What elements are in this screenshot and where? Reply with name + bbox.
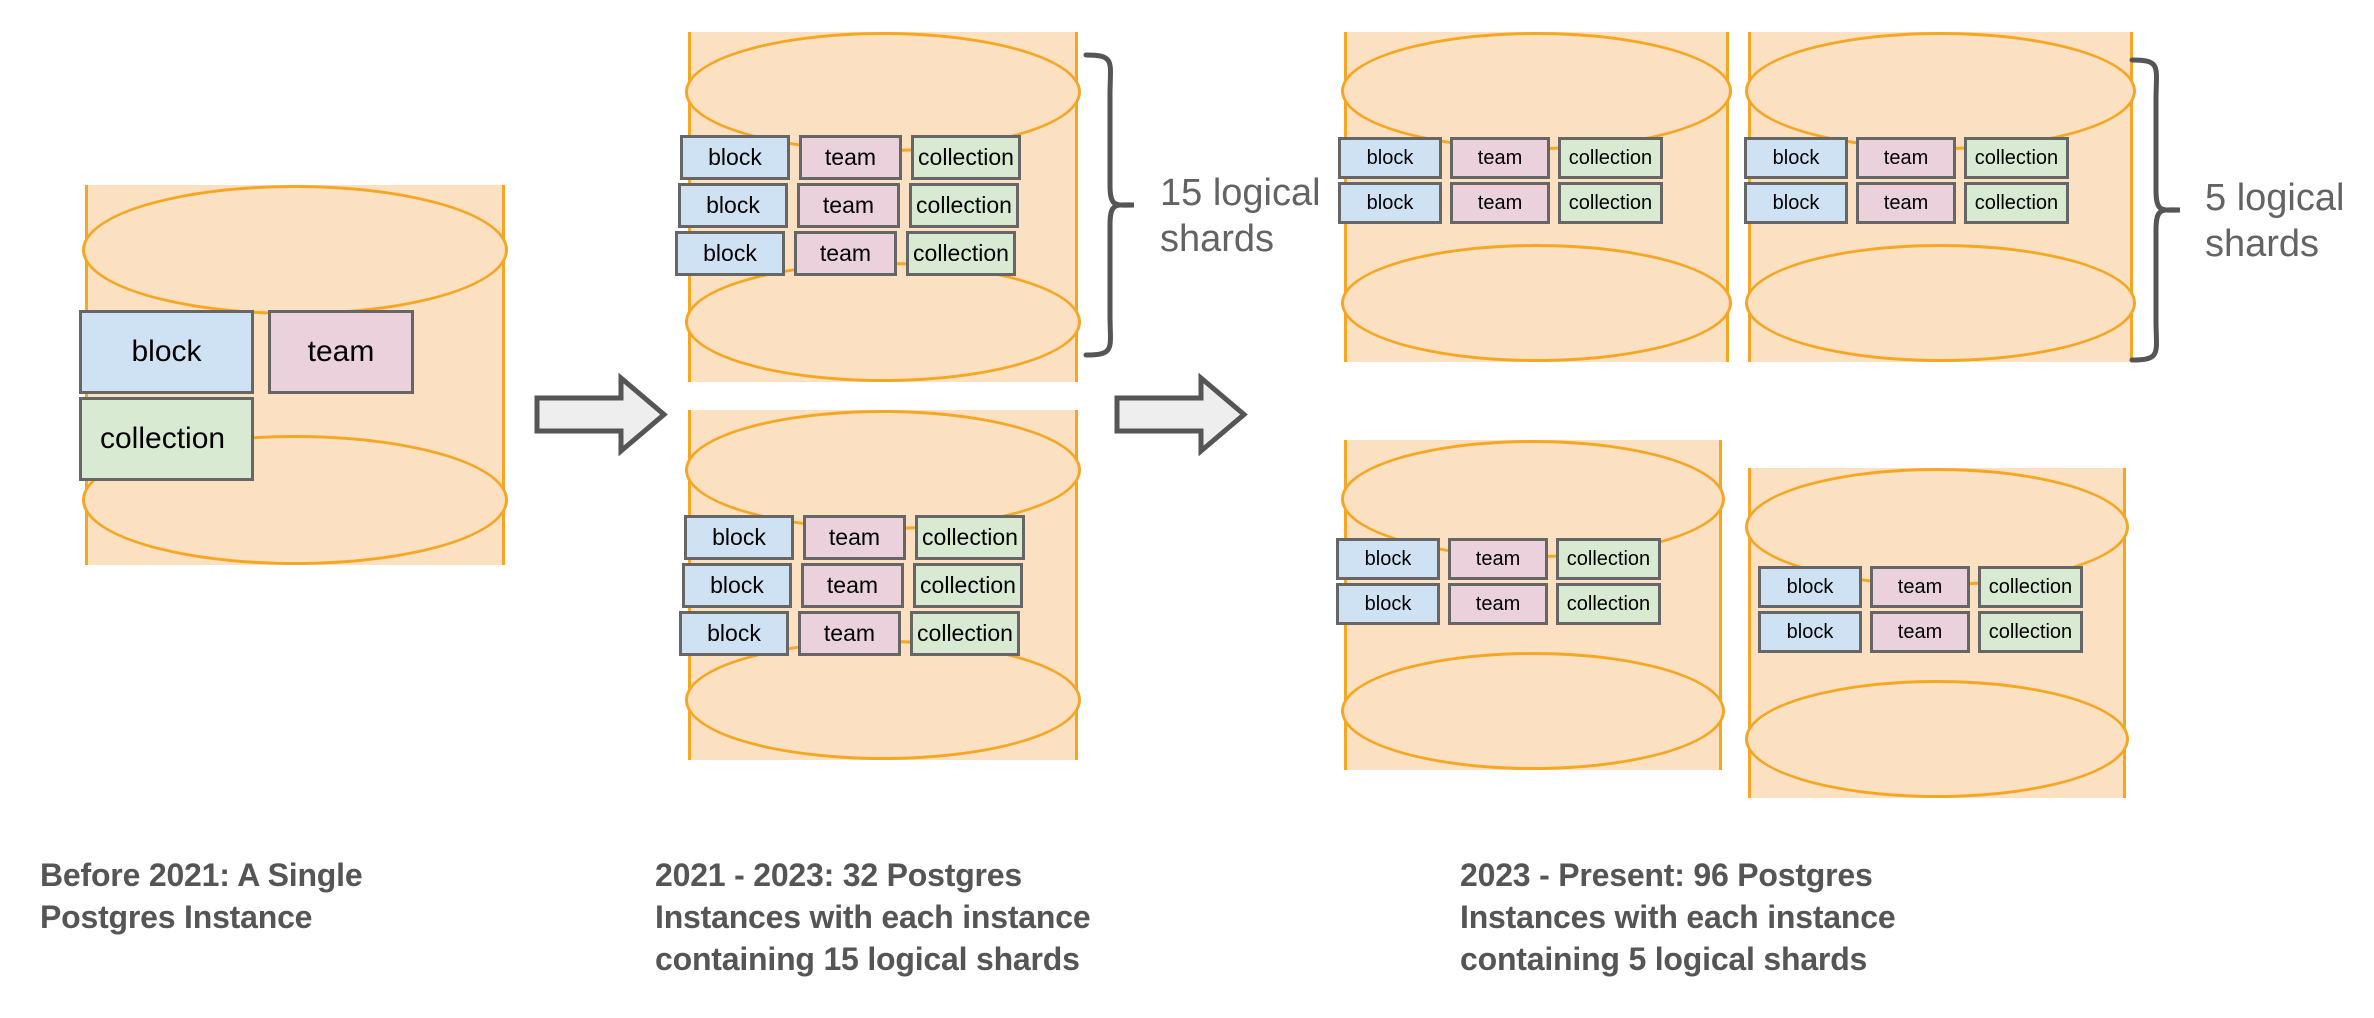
cylinder-single-instance: block team collection — [79, 185, 508, 565]
shard-row: block team collection — [1336, 538, 1661, 580]
cylinder-instance-top-right: block team collection block team collect… — [1744, 32, 2136, 362]
cylinder-bottom-cap — [685, 262, 1081, 382]
shard-collection[interactable]: collection — [1964, 137, 2069, 179]
shard-row: block team collection — [675, 231, 1021, 276]
shard-team[interactable]: team — [1448, 538, 1548, 580]
shard-collection[interactable]: collection — [913, 563, 1023, 608]
shard-collection[interactable]: collection — [1964, 182, 2069, 224]
cylinder-instance-bottom-left: block team collection block team collect… — [1336, 440, 1725, 770]
cylinder-bottom-cap — [1745, 680, 2129, 798]
shard-collection[interactable]: collection — [1978, 566, 2083, 608]
shard-row: block team collection — [678, 183, 1021, 228]
shard-row: block team collection — [1744, 137, 2069, 179]
cylinder-top-cap — [1341, 32, 1732, 150]
shard-row: block team — [79, 310, 414, 394]
shard-block[interactable]: block — [675, 231, 785, 276]
arrow-right-icon-1 — [533, 372, 668, 457]
caption-2021-2023: 2021 - 2023: 32 Postgres Instances with … — [655, 857, 1091, 978]
shard-grid: block team collection block team collect… — [1758, 566, 2083, 653]
shard-collection[interactable]: collection — [1556, 538, 1661, 580]
cylinder-top-cap — [1745, 32, 2136, 150]
brace-15-shards — [1082, 50, 1152, 360]
shard-collection[interactable]: collection — [915, 515, 1025, 560]
shard-grid: block team collection block team collect… — [1744, 137, 2069, 224]
cylinder-bottom-cap — [685, 640, 1081, 760]
shard-grid: block team collection block team collect… — [675, 135, 1021, 276]
shard-row: block team collection — [1336, 583, 1661, 625]
brace-label-15-shards: 15 logical shards — [1160, 172, 1321, 261]
shard-collection[interactable]: collection — [911, 135, 1021, 180]
shard-team[interactable]: team — [1870, 566, 1970, 608]
shard-row: block team collection — [680, 135, 1021, 180]
cylinder-bottom-cap — [1341, 652, 1725, 770]
shard-team[interactable]: team — [1450, 182, 1550, 224]
shard-block[interactable]: block — [1338, 137, 1442, 179]
shard-block[interactable]: block — [1336, 538, 1440, 580]
shard-block[interactable]: block — [679, 611, 789, 656]
shard-team[interactable]: team — [798, 611, 901, 656]
shard-row: block team collection — [682, 563, 1025, 608]
shard-team[interactable]: team — [1856, 182, 1956, 224]
shard-collection[interactable]: collection — [910, 611, 1020, 656]
arrow-svg — [1114, 372, 1248, 457]
shard-collection[interactable]: collection — [1558, 182, 1663, 224]
shard-row: block team collection — [1338, 137, 1663, 179]
shard-block[interactable]: block — [678, 183, 788, 228]
shard-team[interactable]: team — [803, 515, 906, 560]
shard-team[interactable]: team — [1870, 611, 1970, 653]
shard-block[interactable]: block — [682, 563, 792, 608]
brace-5-shards — [2128, 55, 2198, 365]
cylinder-instance-top-left: block team collection block team collect… — [1338, 32, 1732, 362]
shard-team[interactable]: team — [799, 135, 902, 180]
shard-block[interactable]: block — [1338, 182, 1442, 224]
cylinder-instance-bottom: block team collection block team collect… — [679, 410, 1081, 760]
arrow-svg — [534, 372, 668, 457]
arrow-right-icon-2 — [1113, 372, 1248, 457]
cylinder-instance-bottom-right: block team collection block team collect… — [1745, 468, 2129, 798]
shard-block[interactable]: block — [684, 515, 794, 560]
cylinder-instance-top: block team collection block team collect… — [675, 32, 1081, 382]
shard-block[interactable]: block — [1758, 611, 1862, 653]
cylinder-bottom-cap — [1341, 244, 1732, 362]
caption-2023-present: 2023 - Present: 96 Postgres Instances wi… — [1460, 857, 1896, 978]
shard-collection[interactable]: collection — [906, 231, 1016, 276]
cylinder-top-cap — [685, 410, 1081, 530]
shard-grid: block team collection block team collect… — [1336, 538, 1661, 625]
shard-grid: block team collection — [79, 310, 414, 481]
shard-row: block team collection — [1758, 566, 2083, 608]
shard-block[interactable]: block — [79, 310, 254, 394]
shard-grid: block team collection block team collect… — [1338, 137, 1663, 224]
shard-team[interactable]: team — [268, 310, 414, 394]
shard-row: block team collection — [1338, 182, 1663, 224]
shard-grid: block team collection block team collect… — [679, 515, 1025, 656]
shard-collection[interactable]: collection — [1978, 611, 2083, 653]
shard-team[interactable]: team — [801, 563, 904, 608]
caption-before-2021: Before 2021: A Single Postgres Instance — [40, 857, 363, 936]
shard-team[interactable]: team — [1856, 137, 1956, 179]
shard-block[interactable]: block — [1336, 583, 1440, 625]
shard-row: collection — [79, 397, 414, 481]
shard-row: block team collection — [684, 515, 1025, 560]
shard-team[interactable]: team — [797, 183, 900, 228]
shard-row: block team collection — [1744, 182, 2069, 224]
shard-row: block team collection — [679, 611, 1025, 656]
brace-svg — [1083, 52, 1135, 358]
brace-svg — [2129, 57, 2181, 363]
shard-block[interactable]: block — [1758, 566, 1862, 608]
shard-block[interactable]: block — [1744, 182, 1848, 224]
cylinder-top-cap — [82, 185, 508, 315]
shard-block[interactable]: block — [680, 135, 790, 180]
cylinder-top-cap — [685, 32, 1081, 152]
shard-block[interactable]: block — [1744, 137, 1848, 179]
shard-team[interactable]: team — [1448, 583, 1548, 625]
shard-team[interactable]: team — [1450, 137, 1550, 179]
shard-collection[interactable]: collection — [909, 183, 1019, 228]
brace-label-5-shards: 5 logical shards — [2205, 177, 2345, 266]
shard-team[interactable]: team — [794, 231, 897, 276]
shard-collection[interactable]: collection — [79, 397, 254, 481]
shard-collection[interactable]: collection — [1558, 137, 1663, 179]
cylinder-bottom-cap — [1745, 244, 2136, 362]
shard-collection[interactable]: collection — [1556, 583, 1661, 625]
shard-row: block team collection — [1758, 611, 2083, 653]
